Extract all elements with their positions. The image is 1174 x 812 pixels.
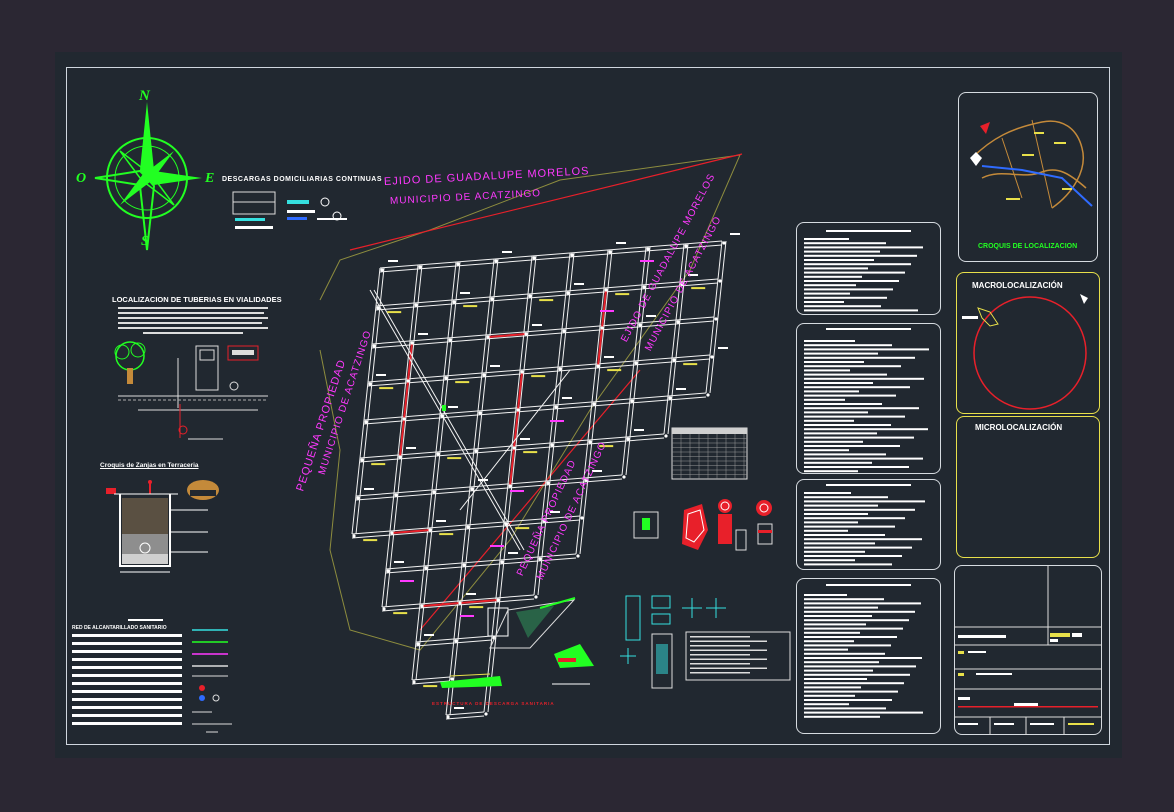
notes-panel-3 (796, 479, 941, 570)
detail-text-block (690, 636, 767, 674)
notes-panel-4 (796, 578, 941, 734)
notes-text-lines (804, 230, 929, 718)
microlocalizacion-title: MICROLOCALIZACIÓN (975, 423, 1063, 432)
croquis-localizacion-title: CROQUIS DE LOCALIZACION (978, 243, 1078, 250)
notes-panel-1 (796, 222, 941, 315)
title-block-grid (954, 565, 1102, 735)
croquis-localizacion-panel (958, 92, 1098, 262)
microlocalizacion-panel (956, 416, 1100, 558)
street-section-drawing (114, 341, 268, 440)
compass-south: S (141, 234, 149, 249)
estructura-title: ESTRUCTURA DE DESCARGA SANITARIA (432, 701, 555, 706)
compass-north: N (139, 88, 150, 104)
title-block (954, 565, 1102, 735)
notes-panel-2 (796, 323, 941, 474)
simbologia-symbols (192, 629, 232, 733)
trench-section-drawing (106, 480, 219, 573)
macrolocalizacion-title: MACROLOCALIZACIÓN (972, 281, 1063, 290)
descargas-title: DESCARGAS DOMICILIARIAS CONTINUAS (222, 176, 383, 183)
simbologia-header: RED DE ALCANTARILLADO SANITARIO (72, 625, 167, 631)
sheet-border (66, 67, 1110, 745)
localizacion-tuberias-notes (118, 307, 268, 334)
compass-rose-icon (94, 102, 202, 251)
construction-details (633, 499, 773, 551)
simbologia-header-bar (128, 619, 163, 621)
drawing-sheet (55, 52, 1122, 758)
data-table-grid (672, 434, 747, 479)
macrolocalizacion-panel (956, 272, 1100, 414)
pipe-fitting-details (620, 595, 791, 689)
simbologia-list (72, 634, 184, 725)
compass-east: E (205, 171, 215, 186)
estructura-descarga-drawing (440, 597, 594, 688)
compass-west: O (76, 171, 87, 186)
croquis-map (970, 119, 1093, 209)
macrolocalizacion-map (962, 294, 1088, 410)
croquis-zanjas-title: Croquis de Zanjas en Terraceria (100, 462, 199, 469)
localizacion-tuberias-title: LOCALIZACION DE TUBERIAS EN VIALIDADES (112, 295, 282, 304)
data-table (671, 427, 748, 480)
tree-icon (114, 341, 146, 384)
descargas-detail (232, 191, 347, 229)
